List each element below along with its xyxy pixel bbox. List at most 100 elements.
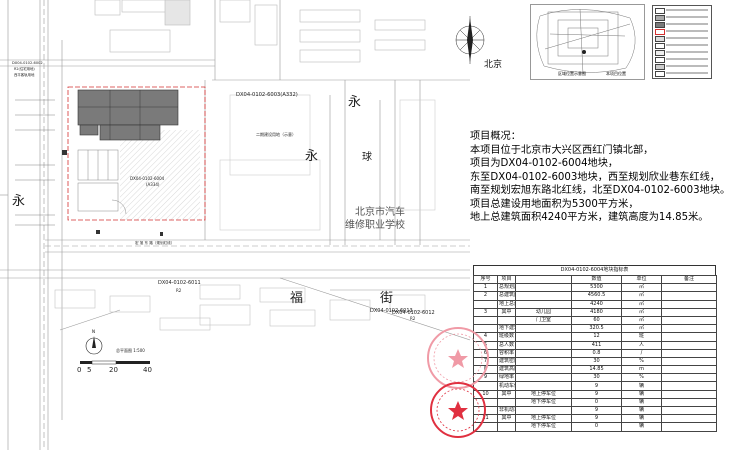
index-table: 序号项目数值单位备注1总规划用地面积5300㎡2总建筑面积4560.5㎡地上总建… — [473, 274, 717, 432]
index-table-cell — [661, 356, 717, 367]
legend-row — [655, 8, 709, 14]
label-parcel-6011-sub: R2 — [176, 288, 182, 293]
overview-line: 项目概况： — [470, 131, 521, 142]
index-table-cell: 地上停车位 — [515, 414, 572, 424]
road-lines — [0, 0, 470, 450]
kindergarten-building — [77, 89, 179, 141]
index-table-cell — [515, 356, 572, 367]
index-table-row: 地下建筑面积320.5㎡ — [473, 324, 717, 334]
label-char-yong-3: 永 — [12, 194, 25, 209]
index-table-cell — [661, 414, 717, 424]
index-table-cell — [515, 381, 572, 391]
index-table-cell: 总人数 — [497, 340, 516, 350]
legend-row — [655, 36, 709, 42]
index-table-cell: 地下停车位 — [515, 397, 572, 408]
index-table-cell — [515, 283, 572, 293]
index-table-cell: 辆 — [621, 414, 662, 424]
label-char-yong-2: 永 — [305, 149, 318, 164]
legend-row — [655, 15, 709, 21]
index-table-cell — [515, 291, 572, 301]
overview-line: 南至规划宏旭东路北红线，北至DX04-0102-6003地块。 — [470, 185, 731, 196]
index-table-cell: 班 — [621, 332, 662, 342]
scale-tick-20: 20 — [109, 366, 118, 374]
index-table-cell: 班级数 — [497, 332, 516, 342]
map-label-region: 区域位置示意图 — [558, 70, 586, 76]
index-table-row: 8建筑高度14.85m — [473, 365, 717, 375]
index-table-wrap: DX04-0102-6004地块指标表 序号项目数值单位备注1总规划用地面积53… — [473, 265, 717, 432]
index-table-cell: 项目 — [497, 274, 516, 285]
index-table-cell: 备注 — [661, 274, 717, 285]
label-char-he: 街 — [380, 291, 393, 306]
overview-line: 东至DX04-0102-6003地块，西至规划欣业巷东红线， — [470, 171, 720, 183]
index-table-cell — [515, 274, 572, 285]
index-table-cell: m — [621, 365, 662, 375]
index-table-cell: 4180 — [571, 307, 622, 317]
index-table-cell — [515, 365, 572, 375]
label-char-qiu: 球 — [362, 150, 372, 163]
index-table-cell — [497, 397, 516, 408]
left-annotations — [15, 99, 55, 226]
index-table-row: 2总建筑面积 4560.5㎡ — [473, 291, 717, 301]
label-parcel-6012-sub: R2 — [410, 316, 416, 321]
index-table-cell: 总建筑面积 — [497, 291, 516, 301]
label-site-code: DX04-0102-6004 — [130, 176, 165, 181]
index-table-cell: 辆 — [621, 389, 662, 399]
index-table-cell: 地下停车位 — [515, 422, 572, 432]
index-table-cell: 2 — [473, 291, 498, 301]
index-table-cell: 9 — [571, 389, 622, 399]
index-table-cell: ㎡ — [621, 291, 662, 301]
building-interior-lines — [78, 90, 178, 140]
scale-tick-40: 40 — [143, 366, 152, 374]
index-table-cell: 绿地率 — [497, 373, 516, 383]
label-site-code-sub: (A334) — [146, 182, 160, 187]
label-school-name-2: 维修职业学校 — [345, 218, 405, 231]
label-school-small: 二期建设用地（示意） — [256, 131, 296, 137]
index-table-cell — [661, 324, 717, 334]
index-table-cell: 序号 — [473, 274, 498, 285]
index-table-cell: ㎡ — [621, 299, 662, 309]
index-table-cell — [661, 307, 717, 317]
index-table-row: 地上总建筑面积4240㎡ — [473, 299, 717, 309]
index-table-cell: 0.8 — [571, 348, 622, 358]
legend-row — [655, 22, 709, 28]
index-table-cell: ㎡ — [621, 307, 662, 317]
index-table-cell: ㎡ — [621, 324, 662, 334]
index-table-cell — [497, 422, 516, 432]
index-table-cell — [515, 340, 572, 350]
index-table-cell: 幼儿园 — [515, 307, 572, 317]
legend-row — [655, 43, 709, 49]
index-table-cell: 辆 — [621, 405, 662, 416]
index-table-cell: 容积率 — [497, 348, 516, 358]
index-table-row: 机动车停车位9辆 — [473, 381, 717, 391]
index-table-cell: 9 — [571, 414, 622, 424]
index-table-cell — [515, 324, 572, 334]
index-table-cell — [661, 315, 717, 326]
index-table-cell: 1 — [473, 283, 498, 293]
label-char-fu: 福 — [290, 291, 303, 306]
label-top-parcel: DX04-0102-6002 — [12, 61, 43, 65]
scale-bar — [80, 360, 150, 365]
index-table-cell: 60 — [571, 315, 622, 326]
compass-label: 北京 — [484, 60, 503, 70]
index-table-cell: 4560.5 — [571, 291, 622, 301]
index-table-cell: 其中 — [497, 389, 516, 399]
gate-markers — [62, 150, 163, 236]
legend-row — [655, 64, 709, 70]
index-table-cell — [515, 373, 572, 383]
location-map: 区域位置示意图 本项目位置 — [530, 4, 645, 80]
index-table-cell: 地上总建筑面积 — [497, 299, 516, 309]
index-table-cell — [515, 348, 572, 358]
index-table-title: DX04-0102-6004地块指标表 — [473, 265, 716, 275]
index-table-cell: 30 — [571, 356, 622, 367]
index-table-cell: % — [621, 356, 662, 367]
red-seal-stamp — [430, 382, 486, 438]
index-table-cell: 0 — [571, 397, 622, 408]
index-table-cell: 3 — [473, 307, 498, 317]
